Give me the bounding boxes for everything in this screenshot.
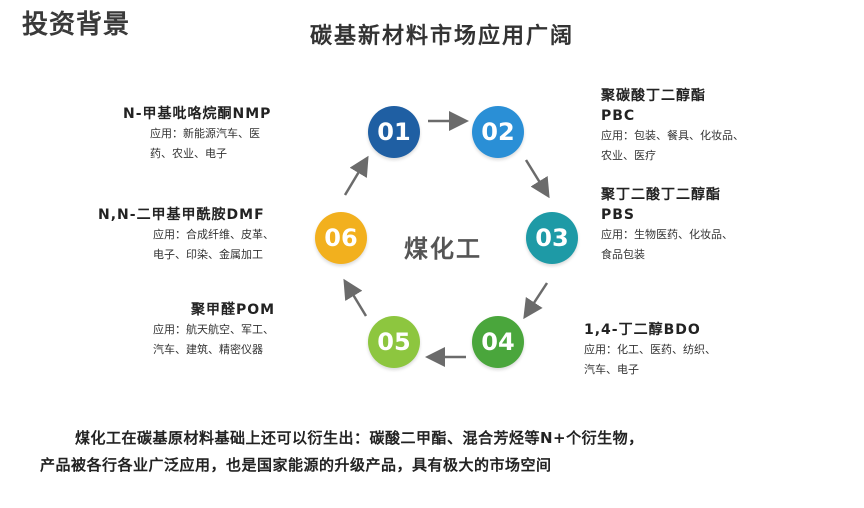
center-label: 煤化工 <box>404 235 482 263</box>
product-uses: 应用：生物医药、化妆品、 <box>601 228 733 241</box>
product-uses: 应用：合成纤维、皮革、 <box>153 228 274 241</box>
product-uses: 汽车、建筑、精密仪器 <box>153 343 263 356</box>
product-uses: 食品包装 <box>601 248 645 261</box>
product-uses: 应用：航天航空、军工、 <box>153 323 274 336</box>
summary-line-1: 煤化工在碳基原材料基础上还可以衍生出：碳酸二甲酯、混合芳烃等N+个衍生物， <box>75 429 644 447</box>
product-name: 聚丁二酸丁二醇酯 <box>601 187 721 203</box>
product-name: 聚碳酸丁二醇酯 <box>601 88 706 104</box>
product-uses: 应用：包装、餐具、化妆品、 <box>601 129 744 142</box>
product-03: 聚丁二酸丁二醇酯 PBS 应用：生物医药、化妆品、 食品包装 <box>601 185 733 265</box>
diagram-title: 碳基新材料市场应用广阔 <box>309 24 574 49</box>
node-04: 04 <box>472 316 524 368</box>
node-02: 02 <box>472 106 524 158</box>
product-abbr: PBC <box>601 108 636 124</box>
product-uses: 应用：化工、医药、纺织、 <box>584 343 716 356</box>
product-name: N,N-二甲基甲酰胺DMF <box>98 207 265 223</box>
product-name: 聚甲醛POM <box>191 302 276 318</box>
product-uses: 汽车、电子 <box>584 363 639 376</box>
product-uses: 电子、印染、金属加工 <box>153 248 263 261</box>
product-name: 1,4-丁二醇BDO <box>584 322 701 338</box>
arrow-06-01 <box>343 155 369 196</box>
node-03: 03 <box>526 212 578 264</box>
product-uses: 应用：新能源汽车、医 <box>150 127 260 140</box>
product-name: N-甲基吡咯烷酮NMP <box>123 106 272 122</box>
node-06: 06 <box>315 212 367 264</box>
product-05: 聚甲醛POM 应用：航天航空、军工、 汽车、建筑、精密仪器 <box>153 300 275 360</box>
arrow-02-03 <box>524 159 550 199</box>
product-04: 1,4-丁二醇BDO 应用：化工、医药、纺织、 汽车、电子 <box>584 320 716 380</box>
node-01: 01 <box>368 106 420 158</box>
product-abbr: PBS <box>601 207 636 223</box>
product-uses: 药、农业、电子 <box>150 147 227 160</box>
section-label: 投资背景 <box>22 10 131 40</box>
product-02: 聚碳酸丁二醇酯 PBC 应用：包装、餐具、化妆品、 农业、医疗 <box>601 86 744 166</box>
arrow-05-06 <box>343 278 368 317</box>
summary-text: 煤化工在碳基原材料基础上还可以衍生出：碳酸二甲酯、混合芳烃等N+个衍生物， 产品… <box>40 425 840 479</box>
summary-line-2: 产品被各行各业广泛应用，也是国家能源的升级产品，具有极大的市场空间 <box>40 456 552 474</box>
arrow-03-04 <box>523 282 549 320</box>
product-06: N,N-二甲基甲酰胺DMF 应用：合成纤维、皮革、 电子、印染、金属加工 <box>98 205 274 265</box>
product-01: N-甲基吡咯烷酮NMP 应用：新能源汽车、医 药、农业、电子 <box>123 104 271 164</box>
product-uses: 农业、医疗 <box>601 149 656 162</box>
node-05: 05 <box>368 316 420 368</box>
